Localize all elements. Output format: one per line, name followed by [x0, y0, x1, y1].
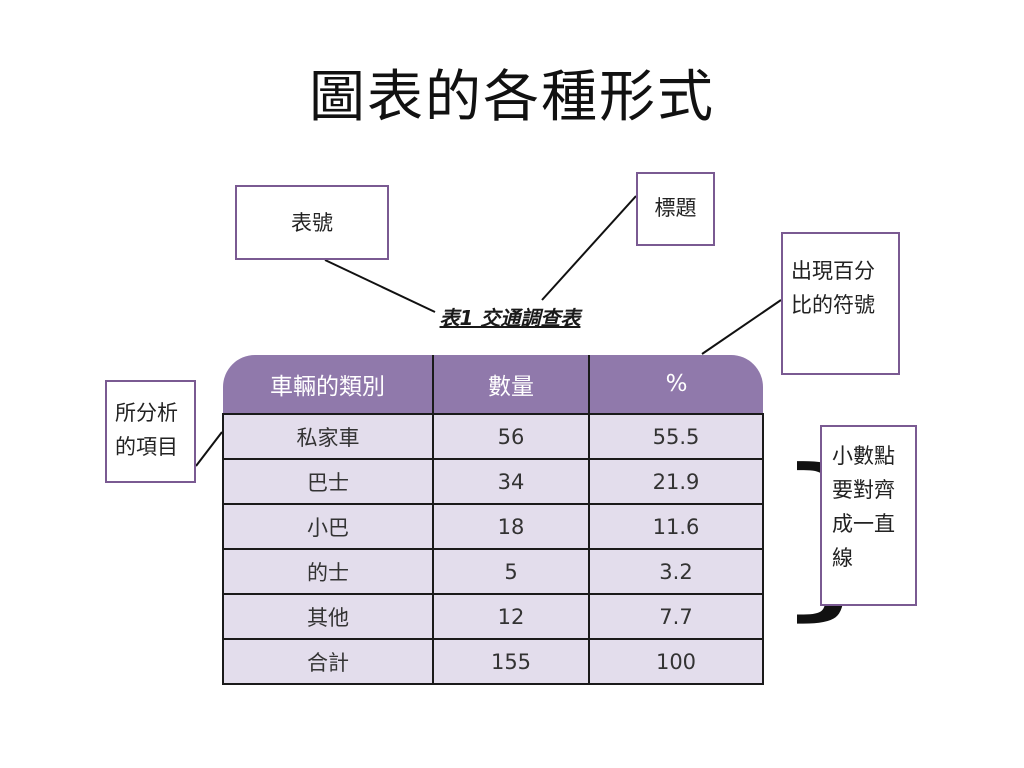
- cell-count: 12: [432, 593, 590, 639]
- callout-text: 標題: [654, 196, 697, 220]
- table-row: 巴士 34 21.9: [222, 458, 764, 504]
- callout-text: 比的符號: [791, 293, 875, 317]
- callout-text: 的項目: [115, 435, 178, 459]
- table-row: 其他 12 7.7: [222, 593, 764, 639]
- cell-count: 18: [432, 503, 590, 549]
- callout-text: 成一直: [832, 512, 895, 536]
- cell-total-count: 155: [432, 638, 590, 685]
- table-row: 的士 5 3.2: [222, 548, 764, 594]
- cell-vehicle-type: 小巴: [222, 503, 434, 549]
- table-row: 小巴 18 11.6: [222, 503, 764, 549]
- callout-percent-sign: 出現百分 比的符號: [781, 232, 900, 375]
- callout-text: 要對齊: [832, 478, 895, 502]
- cell-vehicle-type: 其他: [222, 593, 434, 639]
- callout-text: 所分析: [115, 401, 178, 425]
- cell-percent: 55.5: [588, 413, 764, 459]
- table-header-row: 車輛的類別 數量 %: [223, 355, 763, 414]
- callout-table-number: 表號: [235, 185, 389, 260]
- cell-percent: 3.2: [588, 548, 764, 594]
- table-row: 私家車 56 55.5: [222, 413, 764, 459]
- cell-count: 56: [432, 413, 590, 459]
- cell-percent: 7.7: [588, 593, 764, 639]
- cell-percent: 21.9: [588, 458, 764, 504]
- callout-title: 標題: [636, 172, 715, 246]
- callout-analyzed-items: 所分析 的項目: [105, 380, 196, 483]
- callout-text: 表號: [291, 211, 333, 235]
- column-header-vehicle-type: 車輛的類別: [223, 355, 433, 414]
- table-row-total: 合計 155 100: [222, 638, 764, 685]
- cell-total-percent: 100: [588, 638, 764, 685]
- callout-text: 線: [832, 546, 853, 570]
- cell-count: 5: [432, 548, 590, 594]
- column-header-count: 數量: [432, 355, 589, 414]
- cell-count: 34: [432, 458, 590, 504]
- leader-line-table-no: [324, 259, 436, 313]
- slide-title: 圖表的各種形式: [309, 65, 715, 130]
- cell-vehicle-type: 私家車: [222, 413, 434, 459]
- traffic-survey-table: 車輛的類別 數量 % 私家車 56 55.5 巴士 34 21.9 小巴 18 …: [222, 355, 764, 685]
- callout-text: 出現百分: [791, 259, 875, 283]
- leader-line-title: [541, 195, 637, 301]
- leader-line-percent: [701, 299, 782, 355]
- callout-text: 小數點: [832, 444, 895, 468]
- leader-line-items: [195, 431, 223, 467]
- cell-total-label: 合計: [222, 638, 434, 685]
- table-caption: 表1 交通調查表: [439, 306, 581, 330]
- cell-percent: 11.6: [588, 503, 764, 549]
- cell-vehicle-type: 的士: [222, 548, 434, 594]
- column-header-percent: %: [588, 355, 763, 414]
- cell-vehicle-type: 巴士: [222, 458, 434, 504]
- callout-decimal-alignment: 小數點 要對齊 成一直 線: [820, 425, 917, 606]
